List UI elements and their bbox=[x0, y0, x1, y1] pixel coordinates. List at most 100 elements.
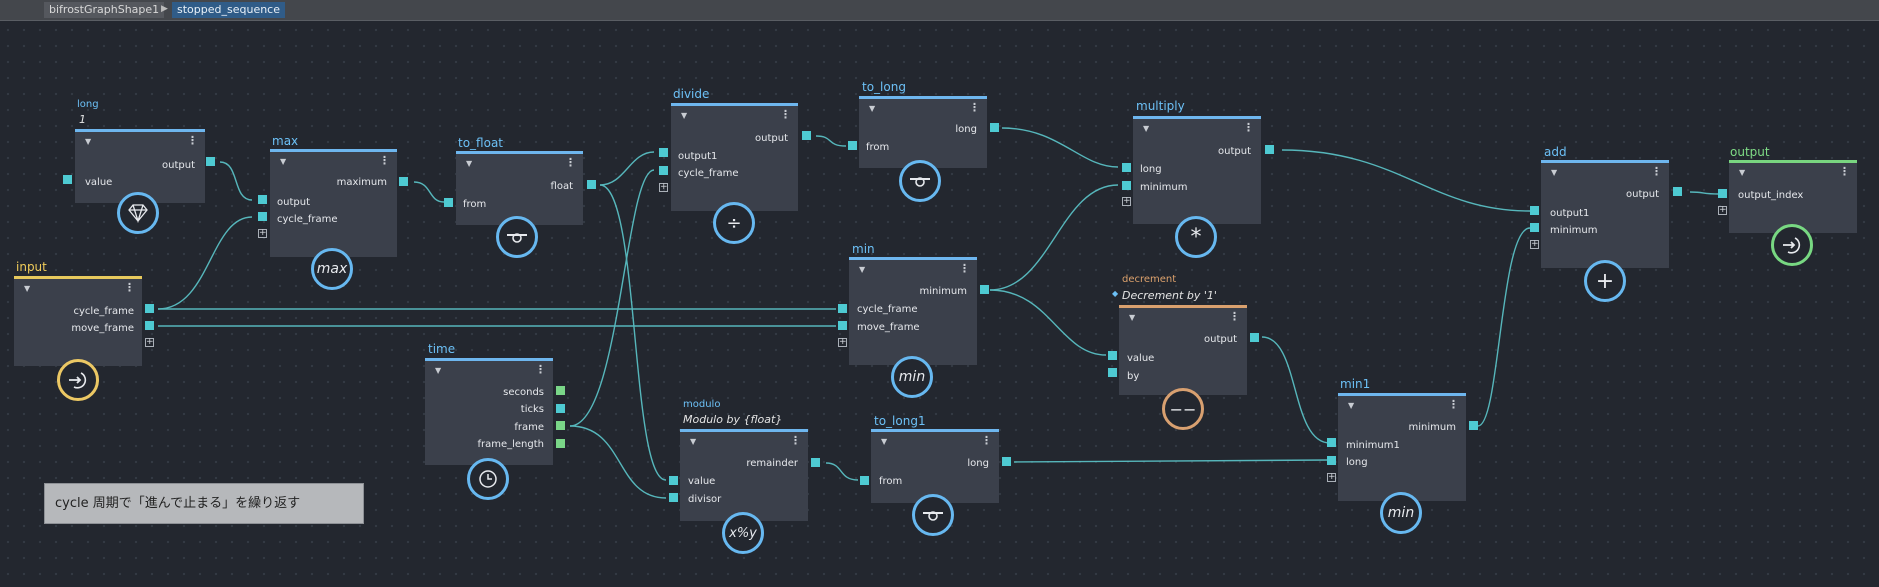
tofloat-from-port[interactable] bbox=[444, 198, 453, 207]
time-frame-port[interactable] bbox=[556, 421, 565, 430]
collapse-icon[interactable]: ▼ bbox=[24, 284, 31, 293]
node-menu-icon[interactable]: ⋮ bbox=[790, 434, 801, 447]
time-ticks-port[interactable] bbox=[556, 404, 565, 413]
tolong-node[interactable]: ▼ ⋮ long from bbox=[859, 96, 987, 168]
node-menu-icon[interactable]: ⋮ bbox=[959, 262, 970, 275]
multiply-node[interactable]: ▼ ⋮ output long minimum bbox=[1133, 116, 1261, 224]
collapse-icon[interactable]: ▼ bbox=[859, 265, 866, 274]
collapse-icon[interactable]: ▼ bbox=[690, 437, 697, 446]
multiply-add-port-icon[interactable]: + bbox=[1122, 196, 1131, 206]
decrement-output-port[interactable] bbox=[1250, 333, 1259, 342]
long-value-port[interactable] bbox=[63, 175, 72, 184]
modulo-divisor-port[interactable] bbox=[669, 493, 678, 502]
node-menu-icon[interactable]: ⋮ bbox=[1839, 165, 1850, 178]
collapse-icon[interactable]: ▼ bbox=[435, 366, 442, 375]
modulo-value-port[interactable] bbox=[669, 476, 678, 485]
multiply-output-port[interactable] bbox=[1265, 145, 1274, 154]
add-add-port-icon[interactable]: + bbox=[1530, 239, 1539, 249]
node-menu-icon[interactable]: ⋮ bbox=[1243, 121, 1254, 134]
add-operator-icon: + bbox=[1584, 260, 1626, 302]
node-menu-icon[interactable]: ⋮ bbox=[535, 363, 546, 376]
min-minimum-port[interactable] bbox=[980, 285, 989, 294]
min-add-port-icon[interactable]: + bbox=[838, 337, 847, 347]
min1-minimum-port[interactable] bbox=[1469, 421, 1478, 430]
node-menu-icon[interactable]: ⋮ bbox=[124, 281, 135, 294]
multiply-minimum-port[interactable] bbox=[1122, 181, 1131, 190]
node-menu-icon[interactable]: ⋮ bbox=[969, 101, 980, 114]
modulo-remainder-port[interactable] bbox=[811, 458, 820, 467]
breadcrumb-graph[interactable]: bifrostGraphShape1 bbox=[44, 2, 165, 18]
long-node[interactable]: ▼ ⋮ output value bbox=[75, 129, 205, 203]
output-add-port-icon[interactable]: + bbox=[1718, 205, 1727, 215]
node-menu-icon[interactable]: ⋮ bbox=[379, 154, 390, 167]
sticky-note[interactable]: cycle 周期で「進んで止まる」を繰り返す bbox=[44, 483, 364, 524]
collapse-icon[interactable]: ▼ bbox=[681, 111, 688, 120]
modulo-node-type: modulo bbox=[683, 399, 721, 410]
max-maximum-port[interactable] bbox=[399, 177, 408, 186]
decrement-by-port[interactable] bbox=[1108, 368, 1117, 377]
node-menu-icon[interactable]: ⋮ bbox=[565, 156, 576, 169]
max-add-port-icon[interactable]: + bbox=[258, 228, 267, 238]
output-index-port[interactable] bbox=[1718, 189, 1727, 198]
tolong-long-port[interactable] bbox=[990, 123, 999, 132]
input-move-frame-port[interactable] bbox=[145, 321, 154, 330]
min-move-frame-port[interactable] bbox=[838, 321, 847, 330]
collapse-icon[interactable]: ▼ bbox=[466, 159, 473, 168]
divide-output1-port[interactable] bbox=[659, 148, 668, 157]
decrement-node[interactable]: ▼ ⋮ output value by bbox=[1119, 305, 1247, 395]
tolong1-node[interactable]: ▼ ⋮ long from bbox=[871, 429, 999, 503]
node-menu-icon[interactable]: ⋮ bbox=[780, 108, 791, 121]
collapse-icon[interactable]: ▼ bbox=[1129, 313, 1136, 322]
node-menu-icon[interactable]: ⋮ bbox=[1448, 398, 1459, 411]
multiply-long-port[interactable] bbox=[1122, 163, 1131, 172]
decrement-value-label: value bbox=[1127, 353, 1155, 364]
tolong1-from-port[interactable] bbox=[860, 476, 869, 485]
collapse-icon[interactable]: ▼ bbox=[280, 157, 287, 166]
node-menu-icon[interactable]: ⋮ bbox=[1651, 165, 1662, 178]
input-add-port-icon[interactable]: + bbox=[145, 337, 154, 347]
collapse-icon[interactable]: ▼ bbox=[881, 437, 888, 446]
min1-minimum1-port[interactable] bbox=[1327, 438, 1336, 447]
wire-multiply-to-add bbox=[1281, 149, 1531, 212]
node-menu-icon[interactable]: ⋮ bbox=[1229, 310, 1240, 323]
time-frame-length-port[interactable] bbox=[556, 439, 565, 448]
min-node[interactable]: ▼ ⋮ minimum cycle_frame move_frame bbox=[849, 257, 977, 365]
divide-node[interactable]: ▼ ⋮ output output1 cycle_frame bbox=[671, 103, 798, 211]
tofloat-node[interactable]: ▼ ⋮ float from bbox=[456, 151, 583, 225]
divide-cycle-frame-port[interactable] bbox=[659, 166, 668, 175]
input-cycle-frame-port[interactable] bbox=[145, 304, 154, 313]
time-seconds-port[interactable] bbox=[556, 386, 565, 395]
add-node[interactable]: ▼ ⋮ output output1 minimum bbox=[1541, 160, 1669, 268]
time-node[interactable]: ▼ ⋮ seconds ticks frame frame_length bbox=[425, 358, 553, 465]
min1-add-port-icon[interactable]: + bbox=[1327, 472, 1336, 482]
breadcrumb-compound[interactable]: stopped_sequence bbox=[172, 2, 285, 18]
collapse-icon[interactable]: ▼ bbox=[85, 137, 92, 146]
min1-long-port[interactable] bbox=[1327, 456, 1336, 465]
divide-add-port-icon[interactable]: + bbox=[659, 182, 668, 192]
tolong1-long-port[interactable] bbox=[1002, 457, 1011, 466]
add-minimum-port[interactable] bbox=[1530, 223, 1539, 232]
modulo-node[interactable]: ▼ ⋮ remainder value divisor bbox=[680, 429, 808, 521]
long-output-port[interactable] bbox=[206, 157, 215, 166]
min-cycle-frame-port[interactable] bbox=[838, 304, 847, 313]
add-output1-port[interactable] bbox=[1530, 206, 1539, 215]
max-output-port[interactable] bbox=[258, 195, 267, 204]
collapse-icon[interactable]: ▼ bbox=[869, 104, 876, 113]
node-menu-icon[interactable]: ⋮ bbox=[187, 134, 198, 147]
min1-node[interactable]: ▼ ⋮ minimum minimum1 long bbox=[1338, 393, 1466, 501]
collapse-icon[interactable]: ▼ bbox=[1143, 124, 1150, 133]
collapse-icon[interactable]: ▼ bbox=[1348, 401, 1355, 410]
max-cycle-frame-port[interactable] bbox=[258, 212, 267, 221]
max-node[interactable]: ▼ ⋮ maximum output cycle_frame bbox=[270, 149, 397, 257]
output-node[interactable]: ▼ ⋮ output_index bbox=[1729, 160, 1857, 233]
collapse-icon[interactable]: ▼ bbox=[1551, 168, 1558, 177]
divide-output-port[interactable] bbox=[802, 131, 811, 140]
tolong-from-port[interactable] bbox=[848, 141, 857, 150]
node-menu-icon[interactable]: ⋮ bbox=[981, 434, 992, 447]
add-output-port[interactable] bbox=[1673, 187, 1682, 196]
decrement-value-port[interactable] bbox=[1108, 351, 1117, 360]
input-node[interactable]: ▼ ⋮ cycle_frame move_frame bbox=[14, 276, 142, 366]
output-node-title: output bbox=[1730, 145, 1770, 159]
tofloat-float-port[interactable] bbox=[587, 180, 596, 189]
collapse-icon[interactable]: ▼ bbox=[1739, 168, 1746, 177]
